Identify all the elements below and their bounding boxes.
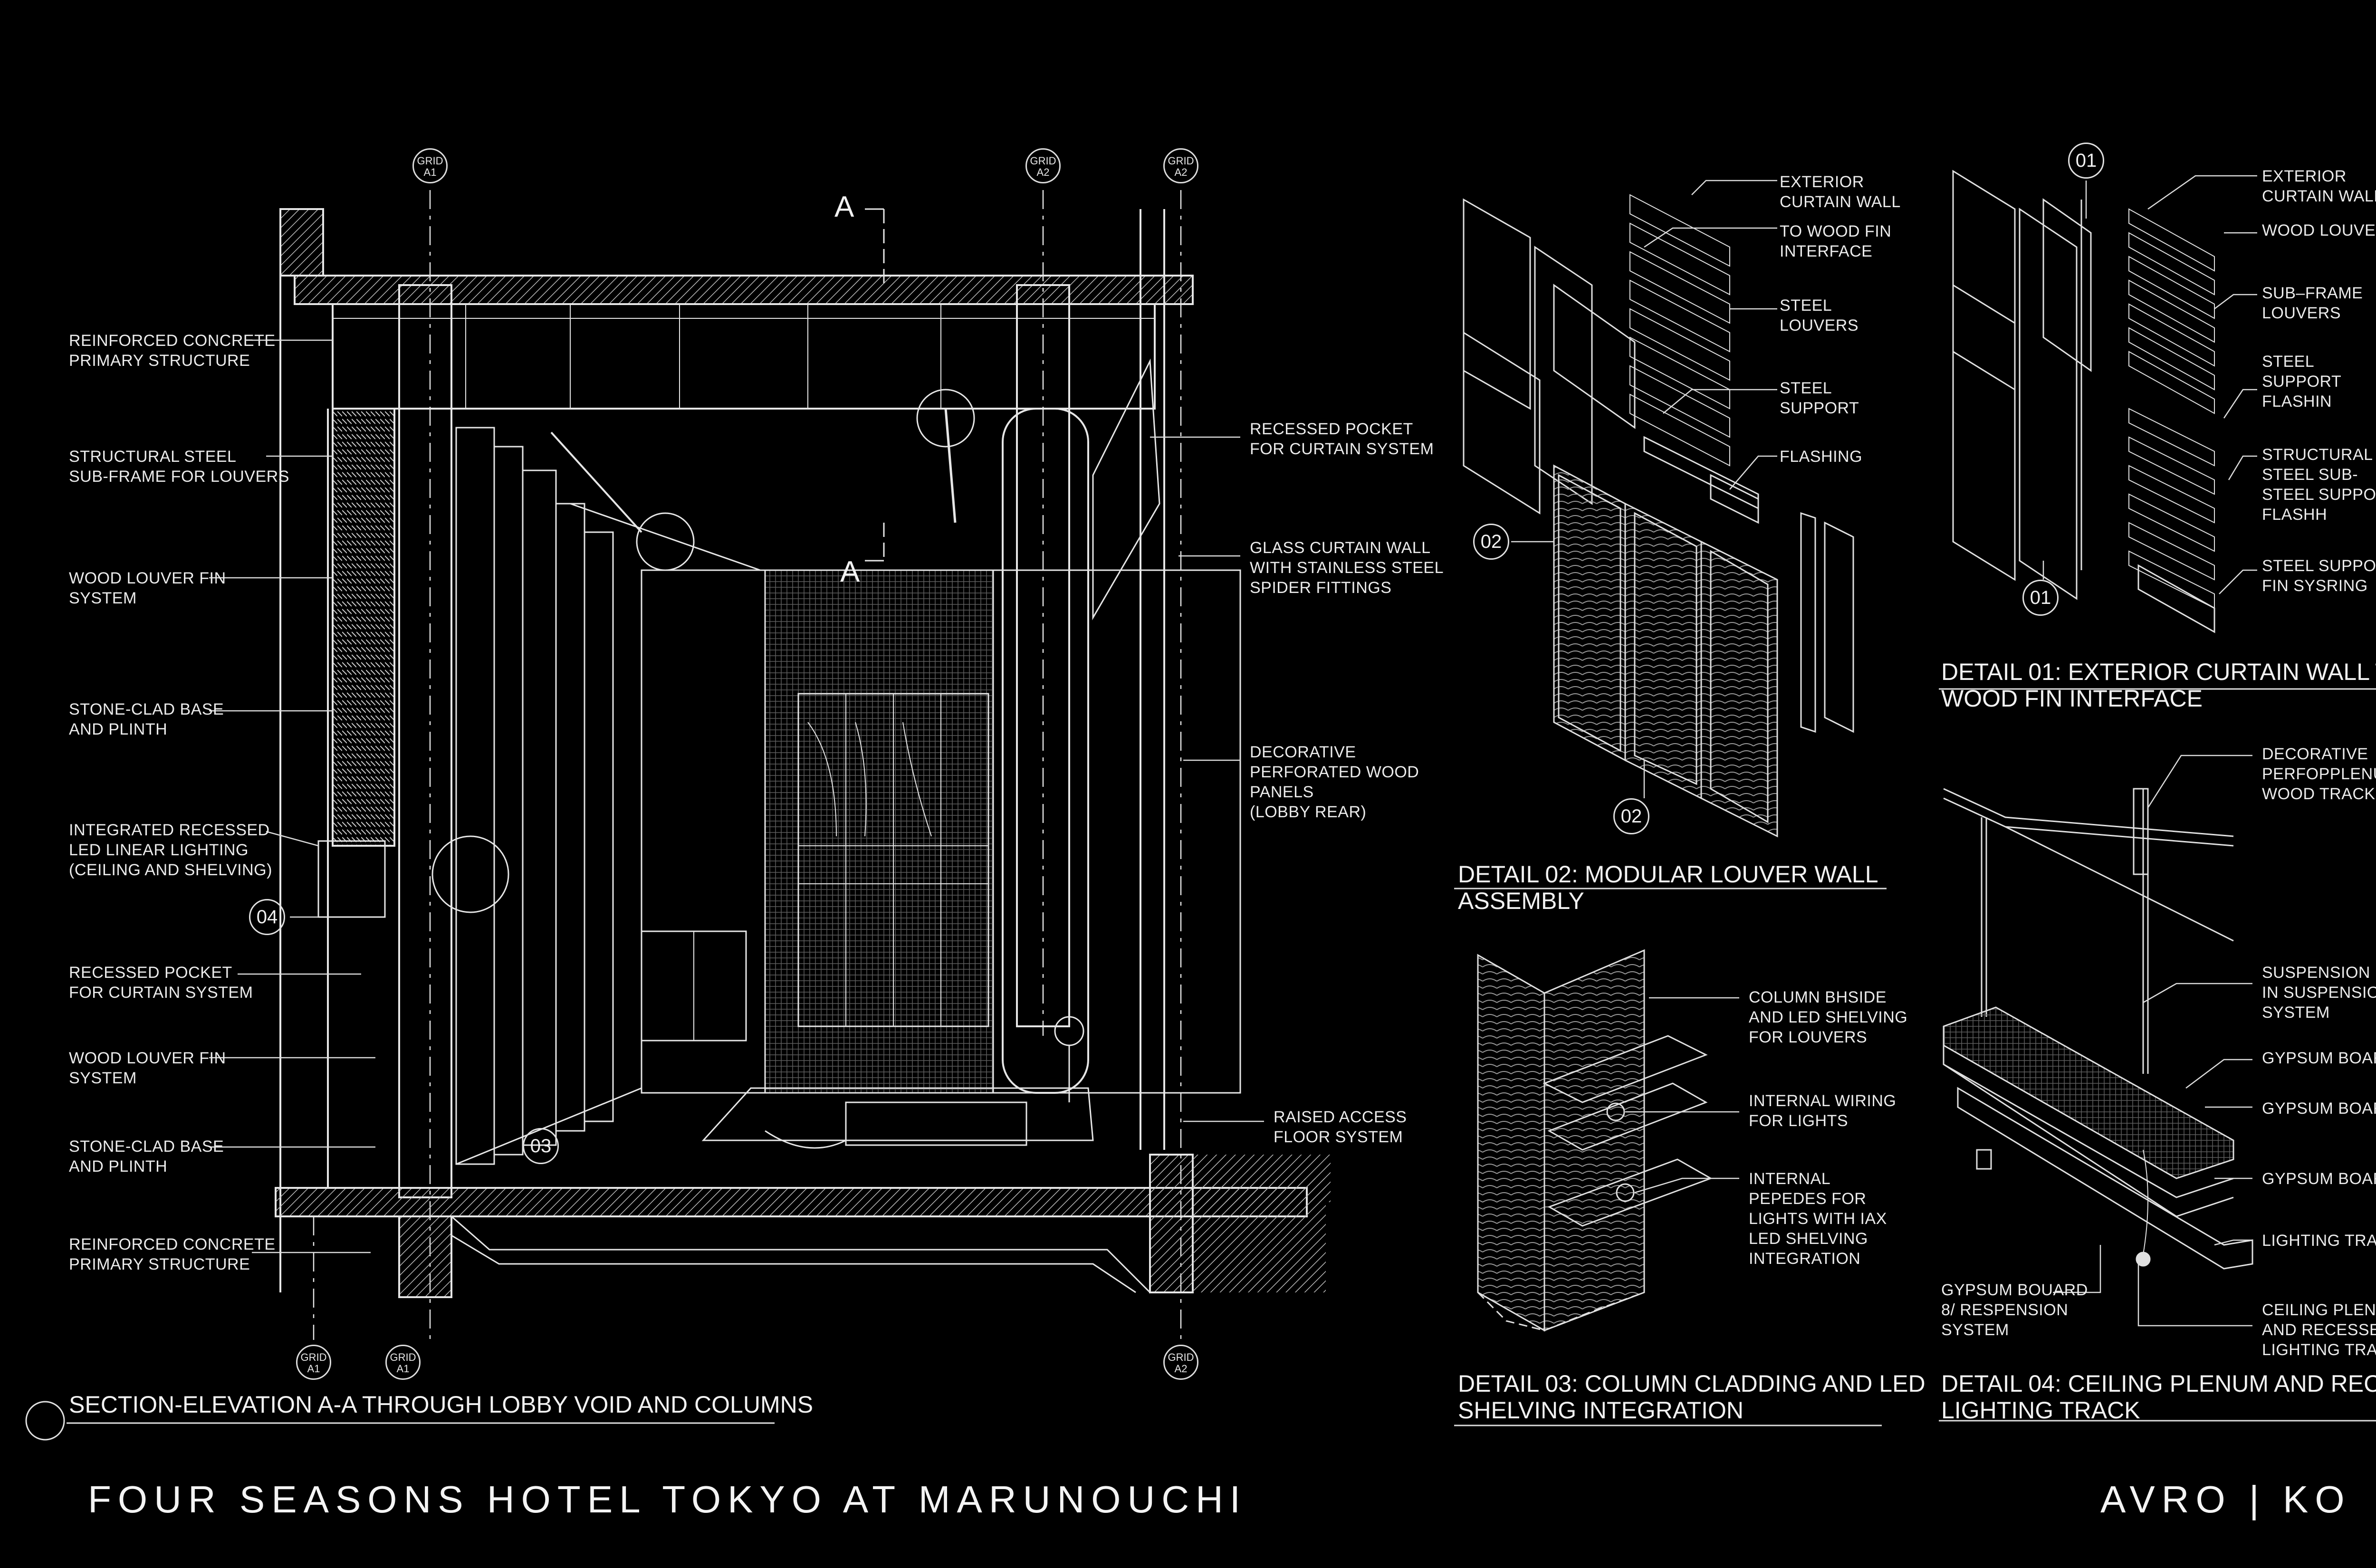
callout-04: 04	[249, 899, 285, 935]
detail03-label-wiring: INTERNAL WIRING FOR LIGHTS	[1749, 1092, 1897, 1130]
detail02-callout-b: 02	[1613, 798, 1649, 834]
detail01-callout-top: 01	[2068, 143, 2104, 179]
detail01-leaders	[1939, 175, 2376, 690]
label-reinforced-concrete-bottom: REINFORCED CONCRETE PRIMARY STRUCTURE	[69, 1235, 276, 1273]
label-stone-base-top: STONE-CLAD BASE AND PLINTH	[69, 700, 224, 738]
grid-tag-a1-bottom: GRID A1	[296, 1345, 331, 1380]
grid-tag-a2-top: GRID A2	[1025, 148, 1061, 183]
detail04-label-suspension: SUSPENSION IN SUSPENSION SYSTEM	[2262, 964, 2376, 1022]
section-title: SECTION-ELEVATION A-A THROUGH LOBBY VOID…	[69, 1391, 814, 1418]
detail01-title: DETAIL 01: EXTERIOR CURTAIN WALL TO WOOD…	[1941, 659, 2376, 712]
detail04-title: DETAIL 04: CEILING PLENUM AND RECESSED L…	[1941, 1370, 2376, 1424]
label-recessed-pocket-left: RECESSED POCKET FOR CURTAIN SYSTEM	[69, 964, 253, 1002]
left-louver-fins	[332, 408, 395, 847]
firm-logo: AVRO | KO	[2100, 1478, 2351, 1520]
callout-03: 03	[523, 1128, 559, 1164]
section-cut-marker-top: A	[834, 191, 854, 223]
label-wood-louver-bottom: WOOD LOUVER FIN SYSTEM	[69, 1049, 226, 1087]
label-glass-curtain-wall: GLASS CURTAIN WALL WITH STAINLESS STEEL …	[1250, 539, 1444, 597]
detail03-label-column: COLUMN BHSIDE AND LED SHELVING FOR LOUVE…	[1749, 988, 1908, 1046]
detail01-linework	[1952, 170, 2215, 633]
label-structural-steel: STRUCTURAL STEEL SUB-FRAME FOR LOUVERS	[69, 448, 289, 486]
column-left	[398, 284, 452, 1198]
detail02-callout-a: 02	[1473, 524, 1509, 560]
detail02-leaders	[1454, 180, 1887, 889]
detail04-label-gypsum-suspension: GYPSUM BOUARD 8/ RESPENSION SYSTEM	[1941, 1281, 2088, 1339]
project-title: FOUR SEASONS HOTEL TOKYO AT MARUNOUCHI	[88, 1478, 1247, 1520]
detail01-callout-bottom: 01	[2022, 580, 2059, 616]
detail04-label-lighting-track: LIGHTING TRACK	[2262, 1232, 2376, 1250]
detail02-label-steel-support: STEEL SUPPORT	[1780, 379, 1859, 417]
grid-tag-a2-right-top: GRID A2	[1163, 148, 1198, 183]
roof-slab	[294, 275, 1194, 305]
detail01-label-curtain-wall: EXTERIOR CURTAIN WALL	[2262, 167, 2376, 205]
detail02-label-curtain-wall: EXTERIOR CURTAIN WALL	[1780, 173, 1901, 211]
section-linework	[275, 190, 1331, 1340]
detail02-title: DETAIL 02: MODULAR LOUVER WALL ASSEMBLY	[1458, 861, 1878, 914]
detail03-title: DETAIL 03: COLUMN CLADDING AND LED SHELV…	[1458, 1370, 1926, 1424]
label-led-lighting: INTEGRATED RECESSED LED LINEAR LIGHTING …	[69, 821, 272, 879]
section-leaders-right	[1150, 436, 1264, 1122]
detail01-label-subframe: SUB–FRAME LOUVERS	[2262, 284, 2363, 322]
grid-tag-a2-bottom: GRID A2	[1163, 1345, 1198, 1380]
detail01-label-fin-system: STEEL SUPPORT FIN SYSRING	[2262, 557, 2376, 595]
detail04-linework	[1943, 788, 2253, 1270]
section-cut-marker-bottom: A	[840, 555, 860, 588]
detail04-label-gypsum-1: GYPSUM BOARD	[2262, 1049, 2376, 1067]
detail04-label-gypsum-3: GYPSUM BOARD	[2262, 1170, 2376, 1188]
section-title-marker	[25, 1401, 65, 1441]
detail02-label-wood-fin: TO WOOD FIN INTERFACE	[1780, 222, 1892, 260]
grid-tag-a1-top: GRID A1	[412, 148, 448, 183]
detail02-linework	[1463, 194, 1854, 838]
label-perforated-wood: DECORATIVE PERFORATED WOOD PANELS (LOBBY…	[1250, 743, 1419, 821]
floor-slab	[275, 1187, 1308, 1217]
detail01-label-wood-louver: WOOD LOUVER	[2262, 221, 2376, 239]
column-right	[1016, 284, 1070, 1027]
label-wood-louver-top: WOOD LOUVER FIN SYSTEM	[69, 569, 226, 607]
detail03-label-internal: INTERNAL PEPEDES FOR LIGHTS WITH IAX LED…	[1749, 1170, 1887, 1268]
detail02-label-steel-louvers: STEEL LOUVERS	[1780, 296, 1859, 335]
detail01-label-structural-steel: STRUCTURAL STEEL SUB- STEEL SUPPORT FLAS…	[2262, 446, 2376, 524]
detail03-linework	[1477, 949, 1713, 1332]
section-leaders-left	[209, 339, 375, 1253]
detail02-label-flashing: FLASHING	[1780, 448, 1863, 466]
detail04-label-gypsum-2: GYPSUM BOARD	[2262, 1100, 2376, 1118]
detail04-label-decorative: DECORATIVE PERFOPPLENUM WOOD TRACK	[2262, 745, 2376, 803]
label-raised-floor: RAISED ACCESS FLOOR SYSTEM	[1274, 1108, 1407, 1146]
label-reinforced-concrete-top: REINFORCED CONCRETE PRIMARY STRUCTURE	[69, 332, 276, 370]
detail04-label-ceiling-plenum: CEILING PLENUM AND RECESSED LIGHTING TRA…	[2262, 1301, 2376, 1359]
detail03-leaders	[1454, 997, 1882, 1426]
label-recessed-pocket-right: RECESSED POCKET FOR CURTAIN SYSTEM	[1250, 420, 1434, 458]
grid-tag-a1-bottom-2: GRID A1	[385, 1345, 421, 1380]
detail04-leaders	[1939, 755, 2376, 1422]
label-stone-base-bottom: STONE-CLAD BASE AND PLINTH	[69, 1138, 224, 1176]
detail01-label-steel-support-flash: STEEL SUPPORT FLASHIN	[2262, 353, 2342, 411]
